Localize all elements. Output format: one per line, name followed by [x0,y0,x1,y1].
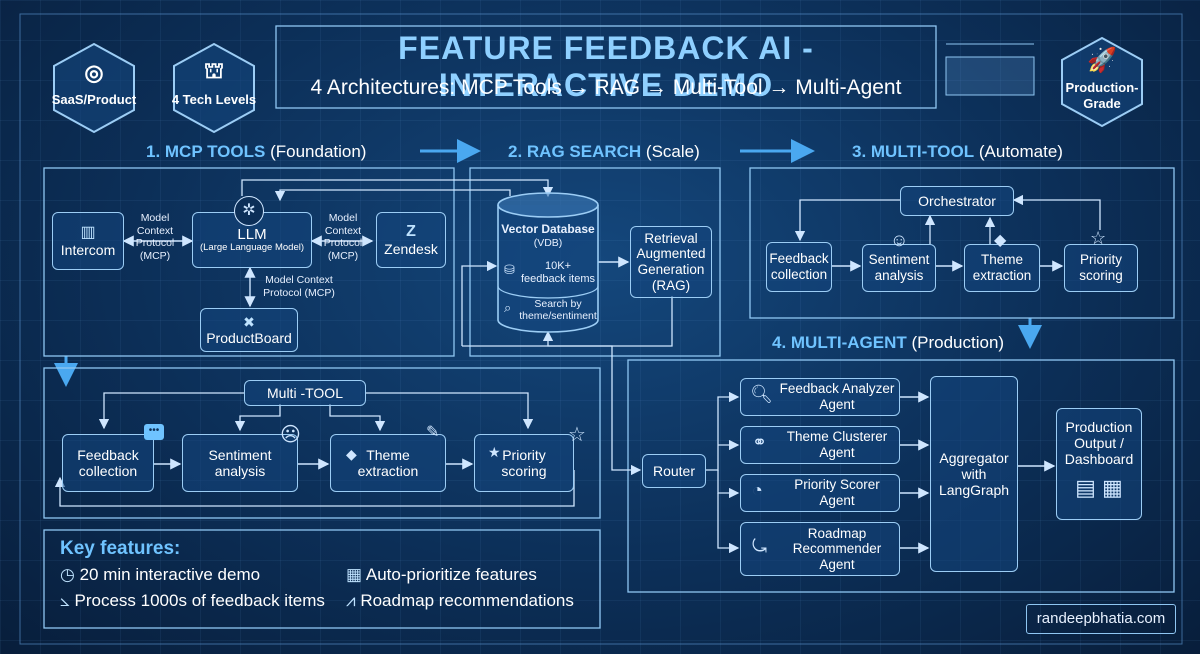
output-label: Production Output / Dashboard [1064,419,1134,468]
route-icon: ⤿ [752,536,767,556]
lower-theme-box: Theme extraction [330,434,446,492]
router-box: Router [642,454,706,488]
search-icon: ⌕ [504,300,512,315]
tag-icon: ◆ [994,232,1007,249]
mt-theme-box: Theme extraction [964,244,1040,292]
agent-theme-clusterer: Theme Clusterer Agent [740,426,900,464]
section-3-title: 3. MULTI-TOOL (Automate) [852,142,1063,161]
page-subtitle: 4 Architectures: MCP Tools → RAG → Multi… [310,76,902,99]
star-icon: ★ [488,444,501,460]
mt-sentiment-box: Sentiment analysis [862,244,936,292]
output-box: Production Output / Dashboard ▤ ▦ [1056,408,1142,520]
sad-face-icon: ☹ [280,424,301,446]
protocol-label-down: Model Context Protocol (MCP) [263,274,335,299]
productboard-box: ✖ ProductBoard [200,308,298,352]
badge-saas-label: SaaS/Product [51,92,137,107]
section-1-title: 1. MCP TOOLS (Foundation) [146,142,367,161]
gauge-icon: ◔ [752,480,763,500]
lower-feedback-box: Feedback collection [62,434,154,492]
protocol-label-right: Model Context Protocol (MCP) [323,212,363,262]
magnifier-icon: 🔍︎ [750,384,773,404]
openai-icon: ✲ [234,196,264,226]
vector-db-search: Search by theme/sentiment [519,298,597,323]
grid-icon: ▦ [346,565,363,584]
zendesk-icon: Z [406,222,416,240]
smile-icon: ☺ [890,230,909,250]
page-title: FEATURE FEEDBACK AI - INTERACTIVE DEMO [398,30,814,103]
feature-roadmap: ⩘ Roadmap recommendations [346,591,574,610]
crane-icon: ⛫ [203,58,225,83]
section-4-title: 4. MULTI-AGENT (Production) [772,333,1005,352]
road-icon: ⩘ [346,591,356,610]
vector-db-items: 10K+ feedback items [521,260,595,285]
chart-icon: ⦣ [60,591,70,610]
orchestrator-box: Orchestrator [900,186,1014,216]
star-outline-icon: ☆ [1090,228,1107,248]
intercom-box: ▥ Intercom [52,212,124,270]
pencil-icon: ✎ [426,424,440,441]
features-heading: Key features: [60,538,181,559]
vector-db-title: Vector Database [501,222,595,236]
badge-production-line1: Production- [1065,80,1139,95]
feature-prioritize: ▦ Auto-prioritize features [346,565,537,584]
tag-small-icon: ◆ [346,446,357,462]
agent-feedback-analyzer: Feedback Analyzer Agent [740,378,900,416]
feature-demo: ◷ 20 min interactive demo [60,565,261,584]
site-link[interactable]: randeepbhatia.com [1026,604,1176,634]
mt-feedback-box: Feedback collection [766,242,832,292]
vector-db-sub: (VDB) [533,237,563,249]
zendesk-box: Z Zendesk [376,212,446,268]
network-icon: ⚭ [752,432,768,452]
chat-icon: ••• [144,424,164,440]
vector-database-cylinder [497,192,599,333]
star-outline-icon-2: ☆ [568,424,586,446]
protocol-label-left: Model Context Protocol (MCP) [135,212,175,262]
clock-icon: ◷ [60,565,75,584]
target-icon: ◎ [84,60,104,85]
badge-tech-levels: ⛫ 4 Tech Levels [166,40,262,136]
intercom-icon: ▥ [80,223,96,241]
section-2-title: 2. RAG SEARCH (Scale) [508,142,700,161]
agent-roadmap-recommender: Roadmap Recommender Agent [740,522,900,576]
lower-priority-box: Priority scoring [474,434,574,492]
database-icon: ⛁ [504,262,515,277]
agent-priority-scorer: Priority Scorer Agent [740,474,900,512]
productboard-icon: ✖ [243,313,255,330]
badge-production: 🚀 Production- Grade [1054,34,1150,130]
multitool-label-box: Multi -TOOL [244,380,366,406]
aggregator-box: Aggregator with LangGraph [930,376,1018,572]
rag-box: Retrieval Augmented Generation (RAG) [630,226,712,298]
badge-saas: ◎ SaaS/Product [46,40,142,136]
lower-sentiment-box: Sentiment analysis [182,434,298,492]
feature-process: ⦣ Process 1000s of feedback items [60,591,325,610]
mt-priority-box: Priority scoring [1064,244,1138,292]
rocket-icon: 🚀 [1087,47,1117,74]
dashboard-icon: ▤ ▦ [1075,475,1123,501]
badge-tech-label: 4 Tech Levels [171,92,257,107]
badge-production-line2: Grade [1083,96,1121,111]
